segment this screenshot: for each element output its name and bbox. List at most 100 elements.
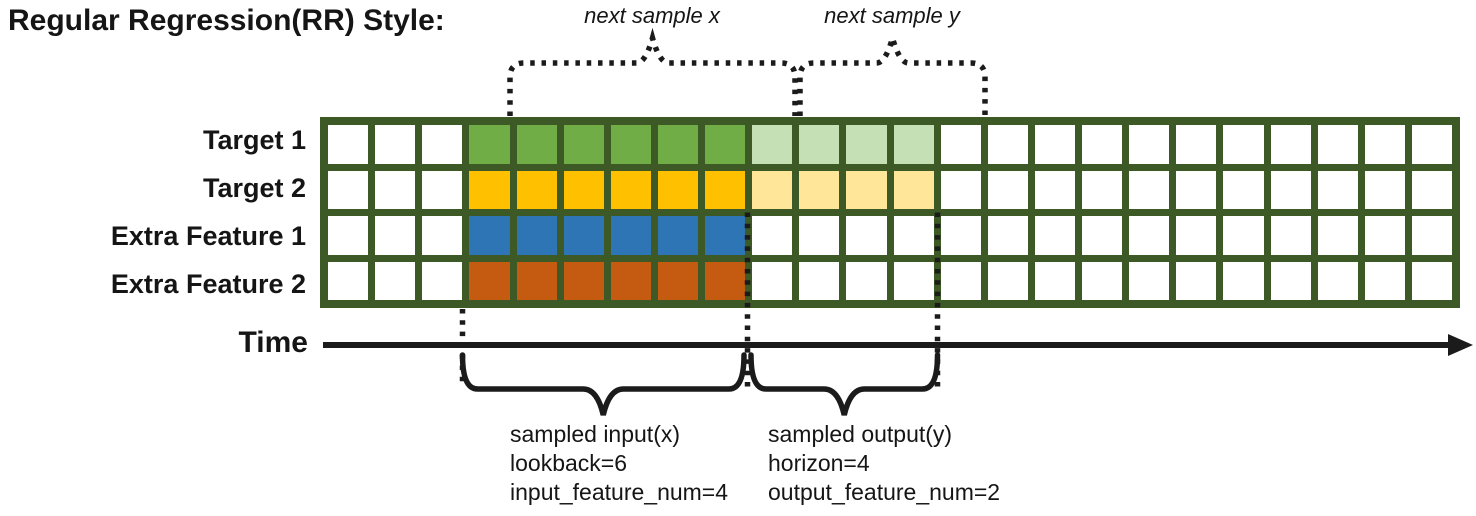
grid-cell xyxy=(1223,216,1264,255)
grid-cell-input xyxy=(657,216,698,255)
grid-cell-input xyxy=(563,216,604,255)
grid-cell-input xyxy=(705,170,746,209)
grid-cell xyxy=(1270,170,1311,209)
grid-cell xyxy=(375,216,416,255)
grid-cell xyxy=(1034,170,1075,209)
grid-cell-output xyxy=(799,170,840,209)
output-feature-num-value: output_feature_num=2 xyxy=(768,479,1001,505)
grid-cell xyxy=(1176,216,1217,255)
grid-cell xyxy=(1129,216,1170,255)
grid-cell xyxy=(1270,216,1311,255)
grid-cell xyxy=(940,261,981,300)
grid-cell xyxy=(1129,170,1170,209)
grid-cell-input xyxy=(610,125,651,164)
grid-cell xyxy=(987,261,1028,300)
next-sample-x-brace xyxy=(507,27,798,116)
grid-cell xyxy=(1317,261,1358,300)
grid-cell-input xyxy=(563,125,604,164)
grid-cell-output xyxy=(893,170,934,209)
grid-cell xyxy=(1082,261,1123,300)
grid-cell xyxy=(1411,170,1452,209)
grid-cell-input xyxy=(469,216,510,255)
grid-cell-output xyxy=(893,261,934,300)
grid-cell-output xyxy=(893,216,934,255)
grid-cell-input xyxy=(563,170,604,209)
grid-cell-input xyxy=(469,170,510,209)
next-sample-y-label: next sample y xyxy=(824,3,960,28)
grid-cell xyxy=(1270,261,1311,300)
grid-cell-input xyxy=(705,125,746,164)
grid-cell xyxy=(422,216,463,255)
grid-cell xyxy=(375,261,416,300)
grid-cell xyxy=(940,125,981,164)
grid-cell xyxy=(1317,170,1358,209)
grid-cell-output xyxy=(893,125,934,164)
grid-cell-output xyxy=(846,125,887,164)
row-label: Target 2 xyxy=(202,173,306,204)
grid-cell-input xyxy=(469,261,510,300)
grid-cell-output xyxy=(799,125,840,164)
grid-cell xyxy=(1082,170,1123,209)
sampled-input-brace xyxy=(459,352,747,416)
grid-cell xyxy=(1176,125,1217,164)
sampled-input-title: sampled input(x) xyxy=(510,421,681,447)
grid-cell-input xyxy=(563,261,604,300)
row-label: Extra Feature 1 xyxy=(110,220,306,251)
grid-cell-output xyxy=(846,261,887,300)
grid-cell-output xyxy=(752,261,793,300)
grid-cell-output xyxy=(752,125,793,164)
grid-cell xyxy=(1411,125,1452,164)
grid-cell-output xyxy=(846,170,887,209)
time-axis-arrowhead xyxy=(1448,334,1473,356)
time-axis-label: Time xyxy=(238,326,308,359)
grid-cell-input xyxy=(516,216,557,255)
grid-cell xyxy=(1034,261,1075,300)
grid-cell-input xyxy=(516,170,557,209)
page-title: Regular Regression(RR) Style: xyxy=(8,4,445,37)
grid-cell xyxy=(1176,170,1217,209)
grid-cell xyxy=(422,170,463,209)
grid-cell xyxy=(422,125,463,164)
grid-cell-input xyxy=(516,125,557,164)
grid-cell xyxy=(1082,216,1123,255)
grid-cell xyxy=(1129,125,1170,164)
grid-cell xyxy=(1034,125,1075,164)
lookback-value: lookback=6 xyxy=(510,450,627,476)
input-feature-num-value: input_feature_num=4 xyxy=(510,479,729,505)
grid-cell xyxy=(1223,125,1264,164)
grid-cell-input xyxy=(610,216,651,255)
row-label: Target 1 xyxy=(202,125,306,156)
grid-cell-input xyxy=(657,170,698,209)
horizon-value: horizon=4 xyxy=(768,450,870,476)
grid-cell-input xyxy=(705,216,746,255)
grid-cell xyxy=(1129,261,1170,300)
grid-cell xyxy=(1082,125,1123,164)
grid-cell xyxy=(1364,261,1405,300)
grid-cell xyxy=(1364,170,1405,209)
grid-cell xyxy=(422,261,463,300)
grid-cell xyxy=(987,125,1028,164)
grid-cell-output xyxy=(799,261,840,300)
grid-cell xyxy=(375,170,416,209)
grid-cell-output xyxy=(752,216,793,255)
grid-cell-input xyxy=(657,125,698,164)
grid-cell xyxy=(375,125,416,164)
grid-cell xyxy=(1176,261,1217,300)
grid-cell-input xyxy=(469,125,510,164)
grid-cell xyxy=(1411,261,1452,300)
sampled-output-annotation: sampled output(y) horizon=4 output_featu… xyxy=(768,420,1000,507)
grid-cell-output xyxy=(846,216,887,255)
grid-cell xyxy=(940,216,981,255)
grid-cell xyxy=(328,125,369,164)
grid-cell xyxy=(1317,125,1358,164)
grid-cell xyxy=(1364,125,1405,164)
grid-cell-input xyxy=(516,261,557,300)
row-label: Extra Feature 2 xyxy=(110,268,306,299)
sample-grid xyxy=(320,117,1460,308)
next-sample-y-brace xyxy=(797,27,988,116)
grid-cell xyxy=(1270,125,1311,164)
next-sample-x-label: next sample x xyxy=(584,3,720,28)
grid-cell xyxy=(328,170,369,209)
grid-cell-output xyxy=(799,216,840,255)
grid-cell xyxy=(987,170,1028,209)
